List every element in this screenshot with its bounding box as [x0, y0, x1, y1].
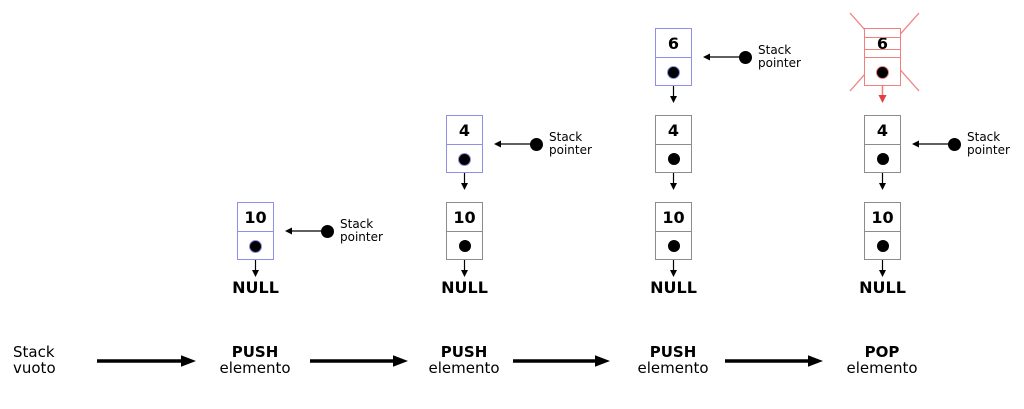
node-next-pointer-dot: [667, 65, 680, 79]
stack-pointer-label-line2: pointer: [967, 143, 1010, 157]
stack-pointer-label-line1: Stack: [758, 43, 792, 57]
stack-node: 10: [655, 202, 692, 260]
stack-pointer-label-line1: Stack: [967, 130, 1001, 144]
stack-pointer-label-line2: pointer: [549, 143, 592, 157]
popped-extra-line: [865, 37, 900, 38]
null-label: NULL: [232, 278, 279, 297]
node-next-pointer-dot: [458, 240, 471, 252]
node-value: 10: [238, 203, 273, 232]
stack-node: 6: [864, 28, 901, 86]
transition-arrow-head: [393, 355, 408, 367]
transition-arrow-head: [808, 355, 823, 367]
stage-label-line2: elemento: [219, 359, 291, 377]
node-next-pointer-cell: [238, 232, 273, 260]
node-next-pointer-dot: [458, 152, 471, 166]
stack-pointer-label-line2: pointer: [340, 230, 383, 244]
node-value: 6: [865, 29, 900, 58]
node-link-arrow-head: [670, 270, 677, 277]
node-next-pointer-cell: [447, 232, 482, 260]
node-next-pointer-dot: [249, 239, 262, 253]
stack-pointer-arrow-head: [285, 227, 292, 235]
node-link-arrow-head: [461, 270, 468, 277]
stack-pointer-dot: [738, 50, 752, 64]
node-next-pointer-dot: [876, 65, 889, 79]
stack-pointer-label-line1: Stack: [549, 130, 583, 144]
null-label: NULL: [859, 278, 906, 297]
stack-node: 10: [237, 202, 274, 260]
node-value: 4: [447, 116, 482, 145]
stack-pointer-dot: [947, 137, 961, 151]
node-link-arrow-head: [461, 183, 468, 190]
node-value: 6: [656, 29, 691, 58]
stack-pointer-label-line2: pointer: [758, 56, 801, 70]
node-link-arrow-head: [252, 270, 259, 277]
stack-pointer-label-line1: Stack: [340, 217, 374, 231]
node-next-pointer-dot: [876, 240, 889, 252]
node-value: 10: [656, 203, 691, 232]
stage-label-line1: PUSH: [440, 343, 488, 361]
node-next-pointer-cell: [656, 58, 691, 86]
null-label: NULL: [650, 278, 697, 297]
stack-node: 4: [864, 115, 901, 173]
node-link-arrow-head: [879, 270, 886, 277]
stack-pointer-dot: [529, 137, 543, 151]
stage-label-line2: vuoto: [13, 359, 56, 377]
node-next-pointer-cell: [447, 145, 482, 173]
node-link-arrow-head: [879, 183, 886, 190]
stage-label-line2: elemento: [428, 359, 500, 377]
stage-label-line1: PUSH: [649, 343, 697, 361]
stack-node: 6: [655, 28, 692, 86]
stack-node: 4: [655, 115, 692, 173]
popped-extra-line: [865, 49, 900, 50]
node-value: 10: [865, 203, 900, 232]
stack-node: 10: [446, 202, 483, 260]
node-next-pointer-cell: [656, 145, 691, 173]
null-label: NULL: [441, 278, 488, 297]
node-next-pointer-cell: [865, 232, 900, 260]
stage-label-line2: elemento: [846, 359, 918, 377]
node-value: 4: [656, 116, 691, 145]
stage-label-line1: PUSH: [231, 343, 279, 361]
node-next-pointer-dot: [876, 153, 889, 165]
node-next-pointer-cell: [865, 145, 900, 173]
popped-link-arrow-head: [878, 95, 887, 103]
node-value: 10: [447, 203, 482, 232]
stage-label-line1: POP: [864, 343, 900, 361]
stack-pointer-dot: [320, 224, 334, 238]
stack-node: 4: [446, 115, 483, 173]
transition-arrow-head: [595, 355, 610, 367]
stack-pointer-arrow-head: [494, 140, 501, 148]
stack-pointer-arrow-head: [912, 140, 919, 148]
stage-label-line1: Stack: [13, 343, 55, 361]
node-value: 4: [865, 116, 900, 145]
stack-node: 10: [864, 202, 901, 260]
node-next-pointer-dot: [667, 153, 680, 165]
transition-arrow-head: [181, 355, 196, 367]
stage-label-line2: elemento: [637, 359, 709, 377]
node-link-arrow-head: [670, 96, 677, 103]
node-next-pointer-cell: [865, 58, 900, 86]
node-next-pointer-dot: [667, 240, 680, 252]
node-link-arrow-head: [670, 183, 677, 190]
node-next-pointer-cell: [656, 232, 691, 260]
stack-pointer-arrow-head: [703, 53, 710, 61]
